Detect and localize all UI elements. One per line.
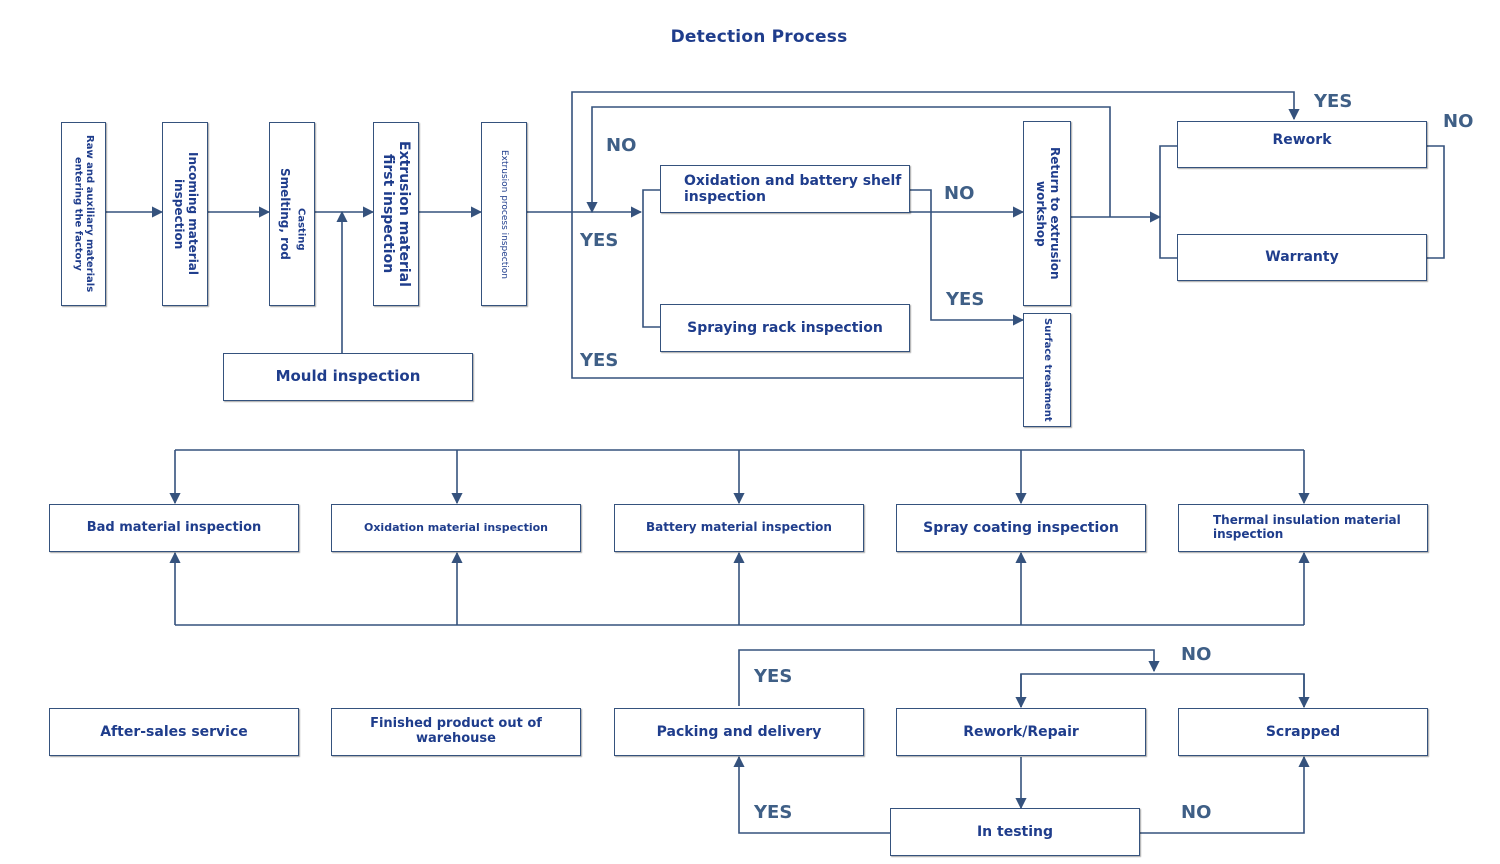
smelting-label: Smelting, rod: [278, 168, 293, 260]
in-testing-box: In testing: [890, 808, 1140, 856]
spraying-rack-box: Spraying rack inspection: [660, 304, 910, 352]
oxidation-battery-shelf-box: Oxidation and battery shelf inspection: [660, 165, 910, 213]
warranty-label: Warranty: [1265, 249, 1339, 266]
extrusion-first-inspection-label: Extrusion material first inspection: [380, 141, 413, 287]
bad-material-box: Bad material inspection: [49, 504, 299, 552]
yes-label-main-flow: YES: [580, 230, 619, 251]
no-label-testing-right: NO: [1181, 802, 1212, 823]
scrapped-box: Scrapped: [1178, 708, 1428, 756]
in-testing-label: In testing: [976, 823, 1054, 840]
diagram-title: Detection Process: [670, 27, 848, 47]
casting-label: Casting: [295, 207, 307, 251]
battery-material-box: Battery material inspection: [614, 504, 864, 552]
thermal-insulation-label: Thermal insulation material inspection: [1213, 513, 1401, 541]
spraying-rack-label: Spraying rack inspection: [687, 319, 883, 336]
extrusion-first-inspection-box: Extrusion material first inspection: [373, 122, 419, 306]
mould-inspection-label: Mould inspection: [275, 367, 421, 386]
oxidation-material-label: Oxidation material inspection: [363, 520, 548, 534]
after-sales-box: After-sales service: [49, 708, 299, 756]
battery-material-label: Battery material inspection: [646, 520, 832, 535]
no-label-right-loop: NO: [1443, 111, 1474, 132]
yes-label-testing-left: YES: [754, 802, 793, 823]
return-extrusion-box: Return to extrusion workshop: [1023, 121, 1071, 306]
oxidation-battery-shelf-label: Oxidation and battery shelf inspection: [684, 172, 902, 205]
raw-materials-label: Raw and auxiliary materials entering the…: [72, 135, 96, 293]
rework-label: Rework: [1272, 132, 1332, 148]
rework-repair-label: Rework/Repair: [963, 723, 1079, 740]
packing-delivery-label: Packing and delivery: [656, 723, 822, 740]
rework-repair-box: Rework/Repair: [896, 708, 1146, 756]
oxidation-material-box: Oxidation material inspection: [331, 504, 581, 552]
rework-box: Rework: [1177, 121, 1427, 168]
finished-product-label: Finished product out of warehouse: [370, 716, 542, 746]
after-sales-label: After-sales service: [100, 723, 248, 740]
packing-delivery-box: Packing and delivery: [614, 708, 864, 756]
spray-coating-box: Spray coating inspection: [896, 504, 1146, 552]
no-label-bottom-top: NO: [1181, 644, 1212, 665]
warranty-box: Warranty: [1177, 234, 1427, 281]
bad-material-label: Bad material inspection: [86, 519, 262, 535]
thermal-insulation-box: Thermal insulation material inspection: [1178, 504, 1428, 552]
scrapped-label: Scrapped: [1265, 723, 1341, 740]
spray-coating-label: Spray coating inspection: [923, 519, 1119, 536]
incoming-inspection-label: Incoming material inspection: [172, 152, 200, 276]
extrusion-process-inspection-box: Extrusion process inspection: [481, 122, 527, 306]
surface-treatment-box: Surface treatment: [1023, 313, 1071, 427]
surface-treatment-label: Surface treatment: [1041, 318, 1053, 422]
yes-label-packing: YES: [754, 666, 793, 687]
smelting-casting-box: Smelting, rod Casting: [269, 122, 315, 306]
incoming-inspection-box: Incoming material inspection: [162, 122, 208, 306]
raw-materials-box: Raw and auxiliary materials entering the…: [61, 122, 106, 306]
yes-label-top-right: YES: [1314, 91, 1353, 112]
no-label-to-workshop: NO: [944, 183, 975, 204]
extrusion-process-inspection-label: Extrusion process inspection: [499, 149, 510, 279]
yes-label-to-surface: YES: [946, 289, 985, 310]
finished-product-box: Finished product out of warehouse: [331, 708, 581, 756]
return-extrusion-label: Return to extrusion workshop: [1034, 147, 1062, 280]
no-label-return-loop: NO: [606, 135, 637, 156]
yes-label-surface-return: YES: [580, 350, 619, 371]
mould-inspection-box: Mould inspection: [223, 353, 473, 401]
